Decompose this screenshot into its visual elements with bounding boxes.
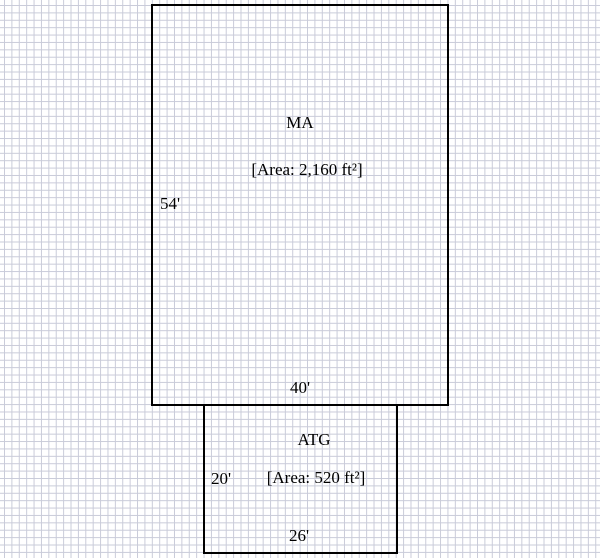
- room-atg-width-dimension: 26': [288, 526, 310, 545]
- room-atg-label: ATG: [297, 430, 331, 449]
- room-ma-height-dimension: 54': [159, 194, 181, 213]
- room-ma[interactable]: [151, 4, 449, 406]
- room-ma-width-dimension: 40': [289, 378, 311, 397]
- room-ma-area: [Area: 2,160 ft²]: [251, 160, 363, 179]
- room-atg-area: [Area: 520 ft²]: [266, 468, 366, 487]
- room-atg[interactable]: [203, 404, 398, 554]
- room-ma-label: MA: [286, 113, 314, 132]
- room-atg-height-dimension: 20': [210, 469, 232, 488]
